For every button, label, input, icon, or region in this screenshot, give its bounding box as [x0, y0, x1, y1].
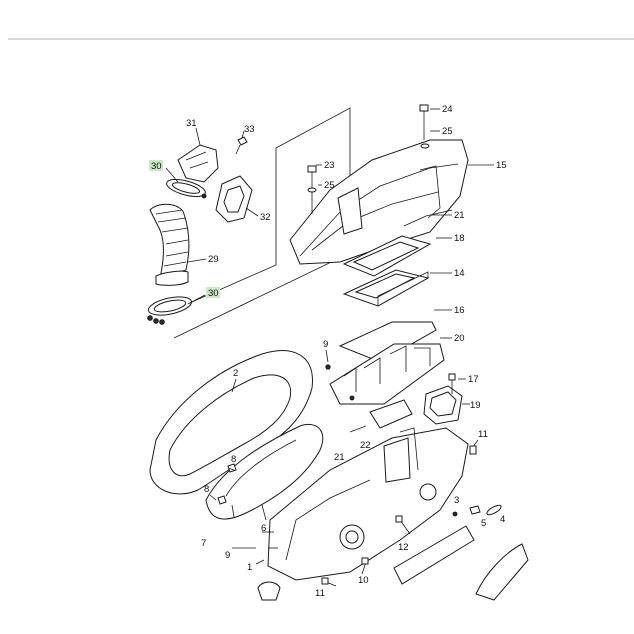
callout-33: 33: [244, 124, 255, 135]
callout-31: 31: [186, 118, 197, 129]
callout-4: 4: [500, 514, 505, 525]
callout-labels: 31 33 30 32 29 30 24 25 23 25 15 21 18 1…: [149, 104, 507, 599]
callout-17: 17: [468, 374, 479, 385]
callout-30-lower: 30: [208, 288, 219, 299]
callout-30-upper: 30: [151, 161, 162, 172]
callout-23: 23: [324, 160, 335, 171]
air-filter-cover: [289, 104, 494, 265]
header-divider: [8, 38, 634, 40]
callout-24: 24: [442, 104, 453, 115]
crankcase-gasket: [149, 349, 331, 495]
intake-duct-group: [147, 107, 351, 339]
callout-10: 10: [358, 575, 369, 586]
callout-2: 2: [233, 368, 238, 379]
callout-3: 3: [454, 495, 459, 506]
callout-7: 7: [201, 538, 206, 549]
callout-18: 18: [454, 233, 465, 244]
callout-25-lower: 25: [324, 180, 335, 191]
crankcase-cover: [205, 399, 529, 601]
callout-15: 15: [496, 160, 507, 171]
top-bar: [0, 0, 634, 38]
callout-22: 22: [360, 440, 371, 451]
intake-duct-19: [423, 373, 479, 455]
callout-14: 14: [454, 268, 465, 279]
callout-25-upper: 25: [442, 126, 453, 137]
callout-12: 12: [398, 542, 409, 553]
callout-11-bottom: 11: [315, 588, 325, 599]
callout-21-upper: 21: [454, 210, 465, 221]
callout-11-right: 11: [478, 429, 488, 440]
callout-8-lower: 8: [204, 484, 209, 495]
callout-5: 5: [481, 518, 486, 529]
callout-1: 1: [247, 562, 252, 573]
callout-16: 16: [454, 305, 465, 316]
callout-30-highlight-lower: [206, 287, 220, 298]
callout-8-upper: 8: [231, 454, 236, 465]
callout-30-highlight-upper: [149, 160, 163, 171]
callout-6: 6: [261, 523, 266, 534]
callout-9-upper: 9: [323, 339, 328, 350]
callout-20: 20: [454, 333, 465, 344]
callout-21-lower: 21: [334, 452, 345, 463]
callout-29: 29: [208, 254, 219, 265]
filter-stack: [329, 235, 452, 405]
callout-9-lower: 9: [225, 550, 230, 561]
callout-19: 19: [470, 400, 481, 411]
callout-32: 32: [260, 212, 271, 223]
